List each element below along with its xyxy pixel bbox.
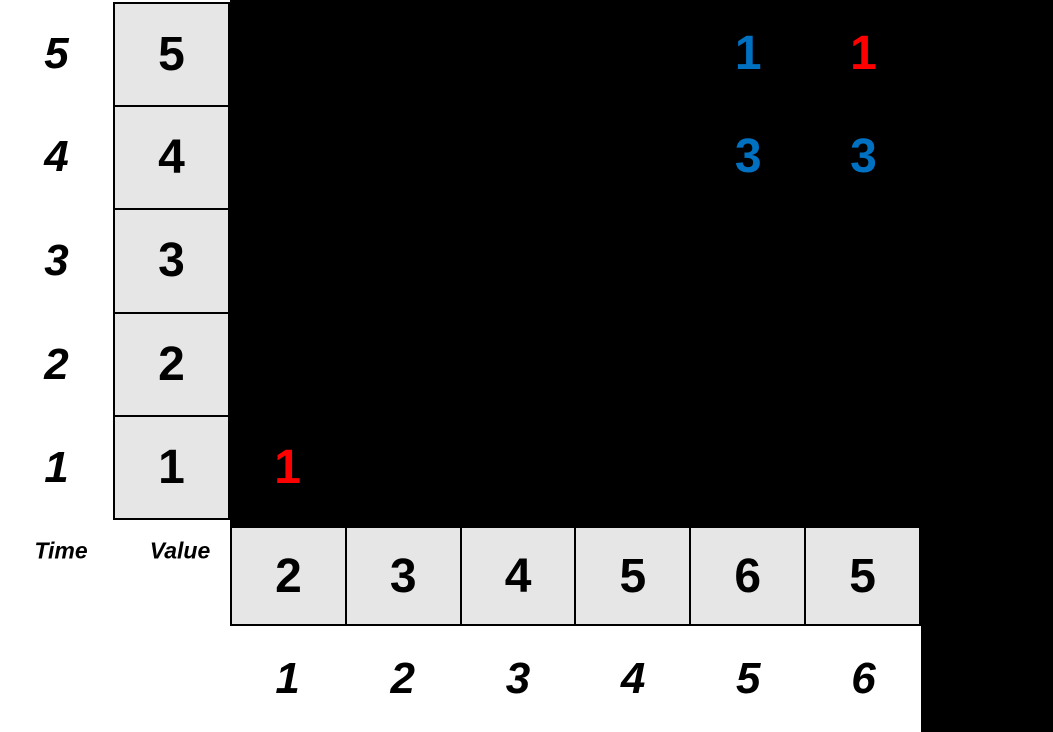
- sequence-cell: 2: [230, 526, 347, 626]
- value-cell: 2: [113, 311, 230, 417]
- grid-mark: 1: [274, 441, 301, 495]
- sequence-cell: 5: [574, 526, 692, 626]
- index-axis-label: 5: [736, 654, 761, 703]
- sequence-cell: 3: [344, 526, 462, 626]
- time-axis-label: 3: [44, 235, 69, 285]
- time-axis: 5 4 3 2 1: [0, 2, 113, 520]
- time-axis-label: 4: [44, 132, 69, 182]
- sequence-cell: 5: [804, 526, 921, 626]
- grid-mark: 3: [850, 130, 877, 184]
- grid-mark: 1: [734, 26, 762, 80]
- grid-mark: 1: [850, 26, 877, 80]
- time-axis-label: 1: [44, 443, 69, 493]
- sequence-cell: 4: [459, 526, 577, 626]
- grid-background: [230, 0, 1053, 526]
- value-cell: 3: [113, 208, 230, 314]
- index-axis-label: 1: [275, 654, 300, 703]
- value-header-label: Value: [149, 537, 211, 564]
- time-axis-label: 2: [44, 339, 69, 389]
- time-axis-label: 5: [44, 28, 69, 78]
- value-cell: 1: [113, 414, 230, 520]
- index-axis-label: 6: [851, 654, 876, 703]
- value-cell: 5: [113, 2, 230, 108]
- index-axis: 1 2 3 4 5 6: [230, 626, 921, 732]
- grid-mark: 3: [734, 130, 762, 184]
- grid-background-bottom-right: [921, 526, 1053, 732]
- sequence-cell: 6: [689, 526, 807, 626]
- index-axis-label: 2: [390, 654, 415, 703]
- index-axis-label: 4: [620, 654, 646, 703]
- time-header-label: Time: [34, 537, 88, 564]
- value-cell: 4: [113, 105, 230, 211]
- index-axis-label: 3: [505, 654, 531, 703]
- value-column: 5 4 3 2 1: [113, 2, 230, 520]
- sequence-row: 2 3 4 5 6 5: [230, 526, 921, 626]
